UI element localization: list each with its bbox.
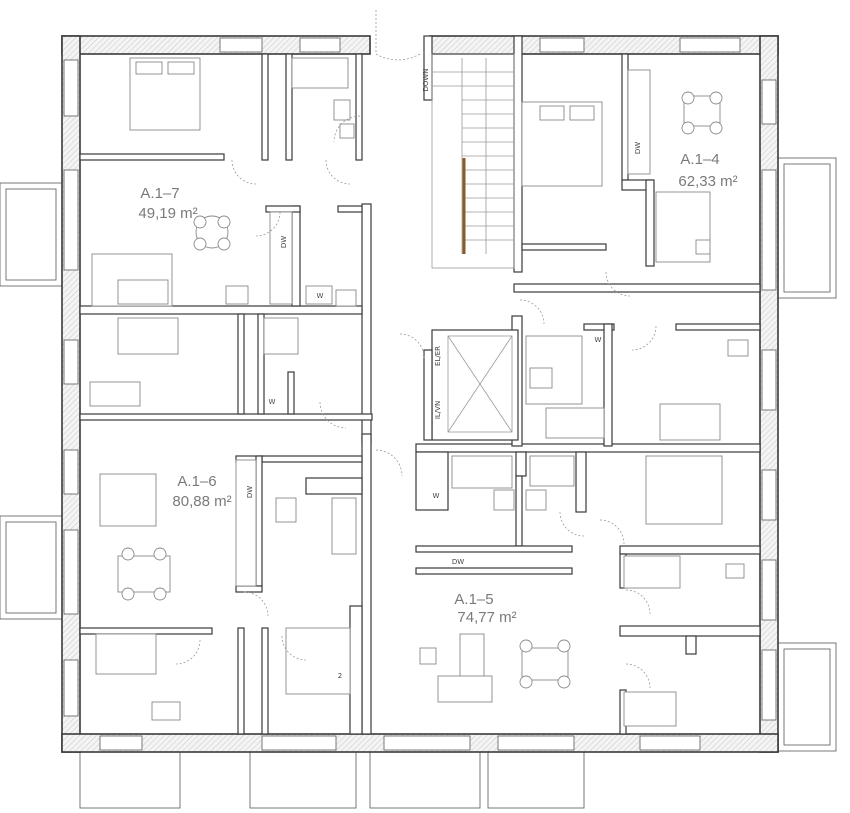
stair-down-label: DOWN: [422, 68, 430, 91]
appliance-labels: DW W DW W DW W W DW 2: [246, 142, 642, 680]
elevator-shaft: EL/ER IL/VN: [423, 329, 519, 441]
washer-label-a15-top: W: [595, 336, 602, 344]
room-number-label: 2: [338, 672, 342, 680]
apartment-area: 74,77 m²: [457, 609, 516, 626]
washer-label-a17: W: [317, 292, 324, 300]
exterior-walls: [61, 35, 779, 753]
apartment-area: 49,19 m²: [138, 205, 197, 222]
apartment-name: A.1–7: [140, 185, 179, 202]
elevator-label: EL/ER: [434, 346, 442, 366]
apartment-name: A.1–4: [680, 151, 719, 168]
furniture-a14: [521, 69, 723, 263]
balconies: [0, 157, 837, 809]
apartment-name: A.1–5: [454, 591, 493, 608]
dishwasher-label-a17: DW: [280, 236, 288, 248]
dishwasher-label-a15: DW: [452, 558, 464, 566]
lift-label: IL/VN: [434, 401, 442, 419]
apartment-area: 80,88 m²: [172, 493, 231, 510]
washer-label-a15: W: [433, 492, 440, 500]
apartment-a17[interactable]: A.1–7 49,19 m²: [138, 185, 197, 222]
apartment-area: 62,33 m²: [678, 173, 737, 190]
interior-walls: [79, 35, 761, 735]
door-swings: [175, 10, 657, 689]
apartment-name: A.1–6: [177, 473, 216, 490]
dishwasher-label-a14: DW: [634, 142, 642, 154]
apartment-a15[interactable]: A.1–5 74,77 m²: [454, 591, 516, 626]
dishwasher-label-a16: DW: [246, 486, 254, 498]
furniture-a17: [91, 57, 357, 307]
stairwell: DOWN: [422, 53, 515, 269]
apartment-a14[interactable]: A.1–4 62,33 m²: [678, 151, 737, 190]
furniture-a15: [419, 335, 749, 727]
apartment-a16[interactable]: A.1–6 80,88 m²: [172, 473, 231, 510]
furniture-a16: [89, 317, 357, 721]
washer-label-a16: W: [269, 398, 276, 406]
